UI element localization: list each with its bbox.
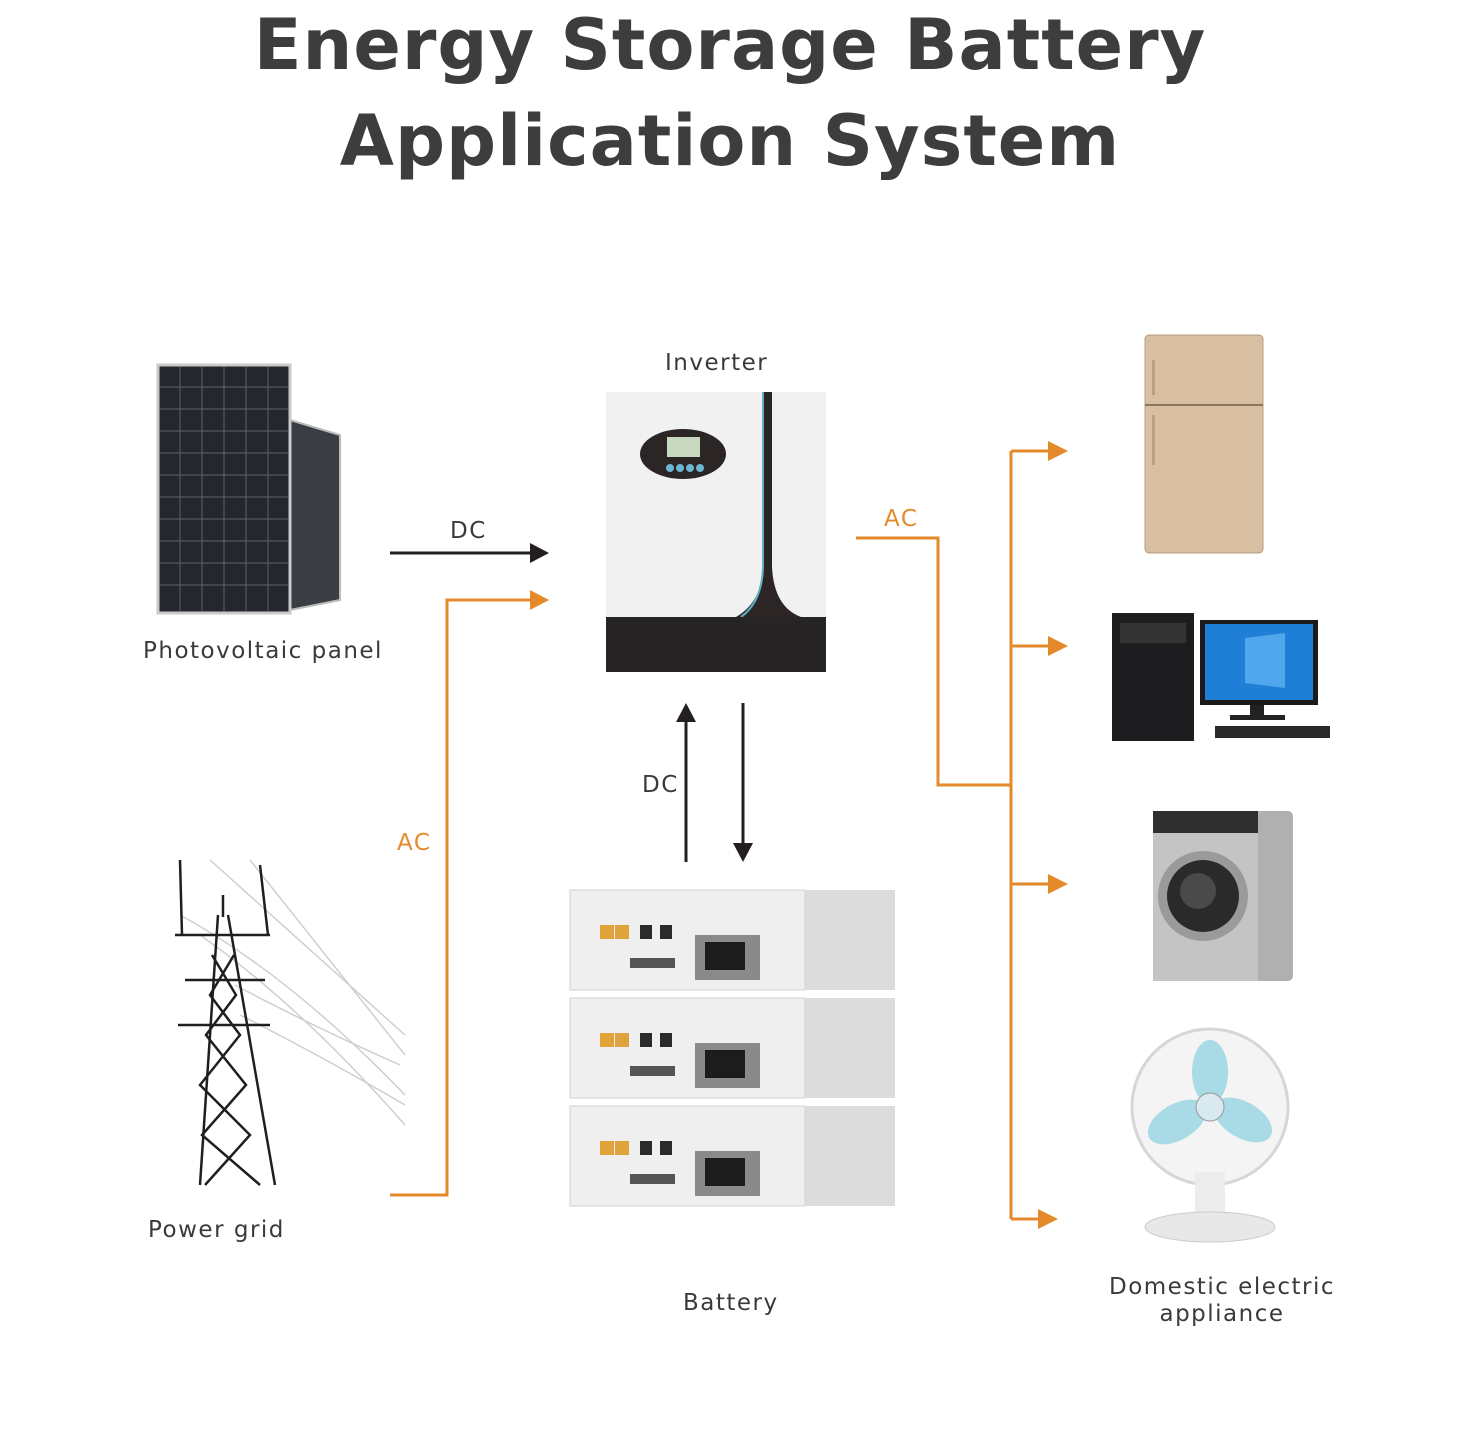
ac-line-inverter-to-appliances xyxy=(856,441,1068,1229)
electric-fan-icon xyxy=(1130,1027,1290,1243)
battery-rack-icon xyxy=(569,889,896,1207)
label-power-grid: Power grid xyxy=(148,1217,285,1243)
label-ac-appliances: AC xyxy=(884,506,919,532)
label-battery: Battery xyxy=(683,1290,779,1316)
arrow-to-washing-machine xyxy=(1048,874,1068,894)
solar-panel-icon xyxy=(156,363,341,615)
label-inverter: Inverter xyxy=(665,350,769,376)
refrigerator-icon xyxy=(1144,334,1264,554)
label-dc-battery: DC xyxy=(642,772,679,798)
label-domestic-appliance-line2: appliance xyxy=(1159,1301,1285,1327)
inverter-icon xyxy=(606,392,826,672)
label-dc-pv: DC xyxy=(450,518,487,544)
washing-machine-icon xyxy=(1153,811,1293,981)
label-domestic-appliance-line1: Domestic electric xyxy=(1108,1274,1336,1300)
dc-arrow-inverter-to-battery xyxy=(733,703,753,862)
transmission-tower-icon xyxy=(175,859,406,1186)
arrow-to-fan xyxy=(1038,1209,1058,1229)
page-title-line2: Application System xyxy=(339,100,1121,182)
arrow-to-refrigerator xyxy=(1048,441,1068,461)
page-title-line1: Energy Storage Battery xyxy=(253,4,1207,86)
dc-arrow-battery-to-inverter xyxy=(676,703,696,862)
arrow-to-computer xyxy=(1048,636,1068,656)
label-ac-grid: AC xyxy=(397,830,432,856)
desktop-computer-icon xyxy=(1112,613,1330,741)
ac-line-grid-to-inverter xyxy=(390,590,549,1197)
dc-arrow-pv-to-inverter xyxy=(390,543,549,563)
label-photovoltaic-panel: Photovoltaic panel xyxy=(143,638,383,664)
